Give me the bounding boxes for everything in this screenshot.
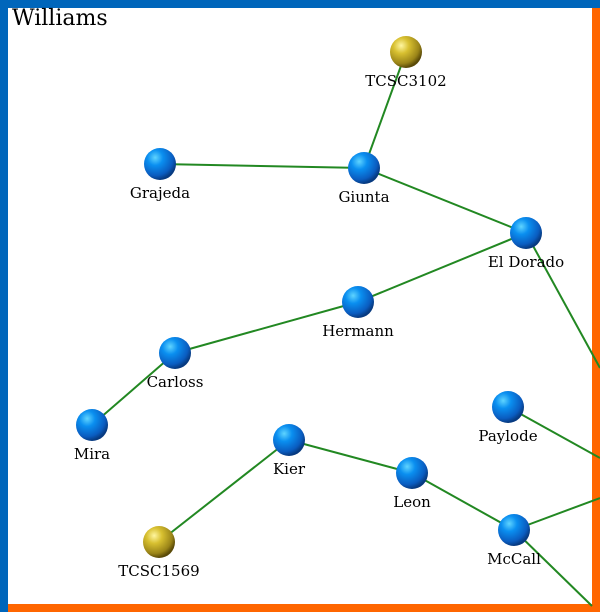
node-carloss[interactable]: Carloss [147,337,204,391]
node-label: Hermann [322,322,394,340]
edge-hermann-carloss [174,301,359,354]
node-sphere-icon[interactable] [510,217,542,249]
edge-eldorado-offscreen_right_1 [525,232,600,369]
node-label: Mira [74,445,110,463]
edge-paylode-offscreen_right_2 [507,406,600,459]
node-kier[interactable]: Kier [273,424,306,478]
node-sphere-icon[interactable] [159,337,191,369]
edge-leon-mccall [411,472,515,531]
edge-mccall-offscreen_right_4 [513,529,593,607]
node-label: Paylode [478,427,537,445]
node-tcsc1569[interactable]: TCSC1569 [118,526,200,580]
border-right [592,8,600,612]
node-label: Leon [393,493,431,511]
node-label: Grajeda [130,184,190,202]
node-label: Giunta [338,188,389,206]
node-sphere-icon[interactable] [498,514,530,546]
node-sphere-icon[interactable] [273,424,305,456]
node-grajeda[interactable]: Grajeda [130,148,190,202]
node-mccall[interactable]: McCall [487,514,541,568]
edge-giunta-eldorado [363,167,527,234]
node-sphere-icon[interactable] [492,391,524,423]
edge-eldorado-hermann [357,232,527,303]
edge-kier-tcsc1569 [158,439,290,543]
node-sphere-icon[interactable] [143,526,175,558]
border-left [0,0,8,612]
edge-grajeda-giunta [159,163,365,169]
node-label: El Dorado [488,253,564,271]
diagram-title: Williams [12,6,108,31]
edge-kier-leon [288,439,413,474]
node-label: Kier [273,460,306,478]
node-eldorado[interactable]: El Dorado [488,217,564,271]
node-tcsc3102[interactable]: TCSC3102 [365,36,447,90]
border-top [0,0,600,8]
border-bottom [8,604,600,612]
node-sphere-icon[interactable] [342,286,374,318]
node-sphere-icon[interactable] [396,457,428,489]
node-giunta[interactable]: Giunta [338,152,390,206]
node-label: TCSC1569 [118,562,199,580]
node-paylode[interactable]: Paylode [478,391,538,445]
node-label: Carloss [147,373,204,391]
node-sphere-icon[interactable] [144,148,176,180]
node-leon[interactable]: Leon [393,457,431,511]
node-label: McCall [487,550,541,568]
node-mira[interactable]: Mira [74,409,110,463]
node-sphere-icon[interactable] [348,152,380,184]
node-label: TCSC3102 [365,72,446,90]
node-sphere-icon[interactable] [76,409,108,441]
edge-carloss-mira [91,352,176,426]
node-sphere-icon[interactable] [390,36,422,68]
node-hermann[interactable]: Hermann [322,286,394,340]
edge-tcsc3102-giunta [363,51,407,169]
